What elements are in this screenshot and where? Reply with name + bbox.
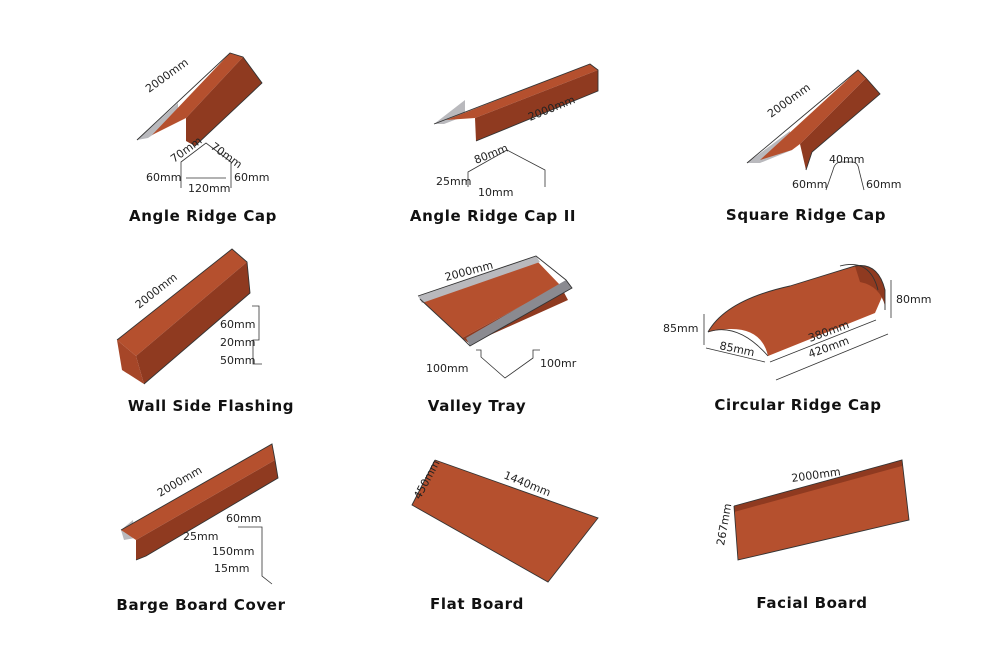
dim-label: 50mm [220, 354, 255, 367]
dim-label: 100mr [540, 357, 577, 370]
product-caption-flat-board: Flat Board [430, 595, 524, 613]
product-caption-angle-ridge-cap-ii: Angle Ridge Cap II [409, 207, 577, 225]
dim-label: 2000mm [765, 81, 813, 121]
dim-label: 25mm [436, 175, 471, 188]
dim-label: 80mm [472, 141, 510, 166]
dim-label: 20mm [220, 336, 255, 349]
dim-label: 267mm [714, 502, 734, 546]
dim-label: 40mm [829, 153, 864, 166]
dim-label: 25mm [183, 530, 218, 543]
product-caption-angle-ridge-cap: Angle Ridge Cap [129, 207, 277, 225]
angle-ridge-cap-illustration: 2000mm 70mm 70mm 60mm 120mm 60mm [136, 52, 269, 195]
dim-label: 120mm [188, 182, 230, 195]
dim-label: 60mm [226, 512, 261, 525]
dim-label: 15mm [214, 562, 249, 575]
dim-label: 85mm [663, 322, 698, 335]
valley-tray-illustration: 2000mm 100mm 100mr [417, 255, 577, 379]
dim-label: 60mm [866, 178, 901, 191]
angle-ridge-cap-ii-illustration: 2000mm 80mm 25mm 10mm [433, 63, 599, 199]
dim-label: 150mm [212, 545, 254, 558]
dim-label: 60mm [234, 171, 269, 184]
barge-board-cover-illustration: 2000mm 60mm 25mm 150mm 15mm [120, 443, 279, 585]
product-caption-facial-board: Facial Board [756, 594, 868, 612]
dim-label: 60mm [146, 171, 181, 184]
facial-board-illustration: 2000mm 267mm [714, 459, 910, 561]
product-caption-square-ridge-cap: Square Ridge Cap [725, 206, 887, 224]
dim-label: 10mm [478, 186, 513, 199]
dim-label: 60mm [792, 178, 827, 191]
product-caption-barge-board-cover: Barge Board Cover [116, 596, 286, 614]
square-ridge-cap-illustration: 2000mm 40mm 60mm 60mm [746, 69, 901, 191]
product-caption-valley-tray: Valley Tray [427, 397, 527, 415]
flat-board-illustration: 1440mm 450mm [411, 458, 599, 583]
wall-side-flashing-illustration: 2000mm 60mm 20mm 50mm [116, 248, 262, 385]
circular-ridge-cap-illustration: 80mm 85mm 85mm 380mm 420mm [663, 264, 931, 381]
dim-label: 100mm [426, 362, 468, 375]
product-caption-circular-ridge-cap: Circular Ridge Cap [714, 396, 882, 414]
dim-label: 2000mm [143, 56, 191, 96]
product-caption-wall-side-flashing: Wall Side Flashing [127, 397, 295, 415]
dim-label: 85mm [718, 339, 755, 359]
dim-label: 80mm [896, 293, 931, 306]
dim-label: 60mm [220, 318, 255, 331]
dim-label: 70mm [208, 140, 244, 171]
